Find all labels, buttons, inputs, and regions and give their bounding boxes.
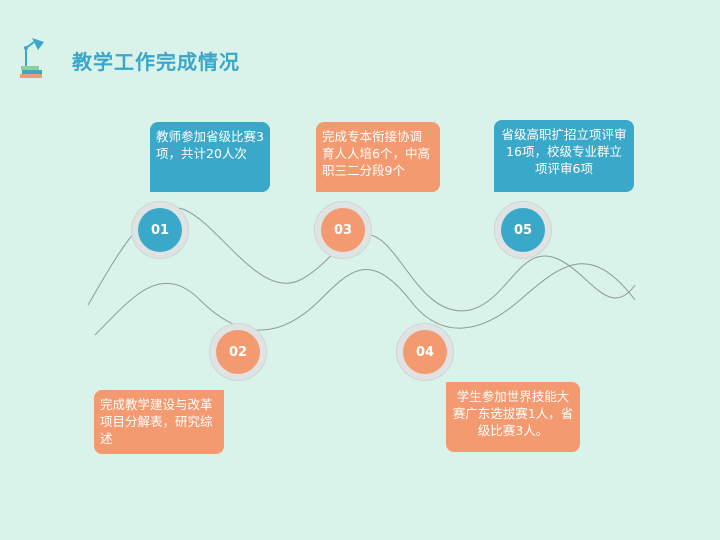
step-03-circle: 03 <box>314 201 372 259</box>
step-03-text: 完成专本衔接协调育人人培6个，中高职三二分段9个 <box>322 129 430 178</box>
step-01-circle: 01 <box>131 201 189 259</box>
step-01-number: 01 <box>138 208 182 252</box>
step-04-bubble: 学生参加世界技能大赛广东选拔赛1人，省级比赛3人。 <box>446 382 580 452</box>
step-02-text: 完成教学建设与改革项目分解表，研究综述 <box>100 397 213 446</box>
step-02-circle: 02 <box>209 323 267 381</box>
step-04-text: 学生参加世界技能大赛广东选拔赛1人，省级比赛3人。 <box>452 389 574 438</box>
step-01-text: 教师参加省级比赛3项，共计20人次 <box>156 129 264 161</box>
step-05-number: 05 <box>501 208 545 252</box>
step-05-bubble: 省级高职扩招立项评审16项，校级专业群立项评审6项 <box>494 120 634 192</box>
desk-lamp-books-icon <box>20 38 44 78</box>
step-01-bubble: 教师参加省级比赛3项，共计20人次 <box>150 122 270 192</box>
step-03-number: 03 <box>321 208 365 252</box>
step-02-number: 02 <box>216 330 260 374</box>
step-04-circle: 04 <box>396 323 454 381</box>
step-05-text: 省级高职扩招立项评审16项，校级专业群立项评审6项 <box>501 127 627 176</box>
step-02-bubble: 完成教学建设与改革项目分解表，研究综述 <box>94 390 224 454</box>
step-05-circle: 05 <box>494 201 552 259</box>
step-03-bubble: 完成专本衔接协调育人人培6个，中高职三二分段9个 <box>316 122 440 192</box>
wave-line-lower <box>94 263 636 336</box>
step-04-number: 04 <box>403 330 447 374</box>
page-title: 教学工作完成情况 <box>72 50 240 74</box>
